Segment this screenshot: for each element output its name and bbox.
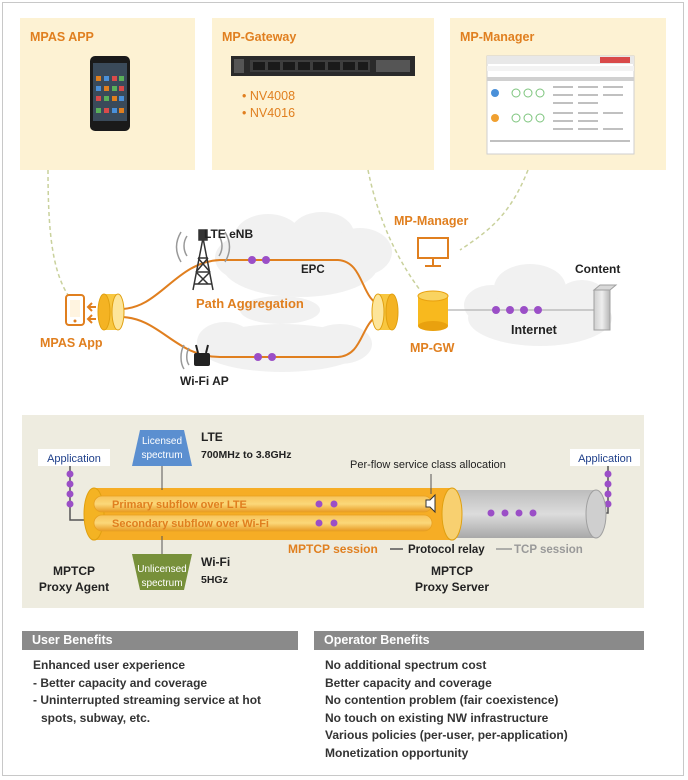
secondary-subflow-label: Secondary subflow over Wi-Fi bbox=[112, 518, 269, 530]
tcp-session-label: TCP session bbox=[514, 544, 583, 556]
packet-dots bbox=[248, 256, 542, 361]
unlicensed-label-line2: spectrum bbox=[141, 578, 182, 589]
proxy-server-label-line2: Proxy Server bbox=[415, 580, 489, 594]
unlicensed-spectrum-shape bbox=[132, 536, 192, 590]
licensed-label-line2: spectrum bbox=[141, 450, 182, 461]
operator-benefit-item: No additional spectrum cost bbox=[325, 658, 487, 672]
application-right-box bbox=[570, 449, 640, 466]
wifi-router-icon bbox=[180, 344, 210, 370]
mp-gateway-panel-title: MP-Gateway bbox=[222, 30, 297, 44]
epc-cloud bbox=[215, 212, 392, 297]
unlicensed-label-line1: Unlicensed bbox=[137, 564, 186, 575]
application-dots bbox=[66, 470, 612, 508]
mp-gw-label: MP-GW bbox=[410, 341, 455, 355]
user-benefit-item: Enhanced user experience bbox=[33, 658, 186, 672]
operator-benefit-item: Various policies (per-user, per-applicat… bbox=[325, 728, 568, 742]
licensed-label-line1: Licensed bbox=[142, 436, 182, 447]
gateway-database-icon bbox=[417, 290, 449, 331]
protocol-relay-label: Protocol relay bbox=[408, 544, 485, 556]
operator-benefit-item: No touch on existing NW infrastructure bbox=[325, 710, 549, 725]
mpas-app-panel: MPAS APP bbox=[20, 18, 195, 170]
operator-benefit-item: Better capacity and coverage bbox=[325, 675, 492, 690]
application-right-label: Application bbox=[578, 453, 632, 465]
management-console-icon bbox=[486, 55, 635, 155]
proxy-server-label-line1: MPTCP bbox=[431, 564, 473, 578]
epc-label: EPC bbox=[301, 264, 325, 276]
wifi-cloud bbox=[197, 322, 372, 372]
content-label: Content bbox=[575, 262, 620, 276]
operator-benefits-list: No additional spectrum cost Better capac… bbox=[325, 657, 645, 762]
application-left-box bbox=[38, 449, 110, 466]
monitor-icon bbox=[417, 237, 449, 267]
mpas-app-label: MPAS App bbox=[40, 336, 103, 350]
mpas-app-panel-title: MPAS APP bbox=[30, 30, 94, 44]
mp-manager-panel-title: MP-Manager bbox=[460, 30, 535, 44]
mp-gateway-panel: MP-Gateway NV4008 NV4016 bbox=[212, 18, 434, 170]
licensed-spectrum-shape bbox=[132, 430, 192, 490]
mp-gateway-model: NV4008 bbox=[242, 88, 295, 105]
speaker-icon bbox=[425, 493, 436, 514]
proxy-agent-label-line2: Proxy Agent bbox=[39, 580, 109, 594]
mptcp-session-label: MPTCP session bbox=[288, 542, 378, 556]
proxy-agent-label-line1: MPTCP bbox=[53, 564, 95, 578]
user-benefit-item: spots, subway, etc. bbox=[41, 710, 151, 725]
path-aggregation-label: Path Aggregation bbox=[196, 296, 304, 311]
mp-manager-label: MP-Manager bbox=[394, 214, 468, 228]
tcp-packet-dots bbox=[487, 509, 537, 517]
mptcp-session-tube bbox=[83, 487, 463, 541]
client-tube-connector bbox=[97, 293, 125, 331]
wifi-frequency-label: 5HGz bbox=[201, 574, 228, 586]
operator-benefits-header: Operator Benefits bbox=[314, 631, 644, 650]
cell-tower-icon bbox=[175, 229, 231, 291]
user-benefits-header: User Benefits bbox=[22, 631, 298, 650]
primary-subflow-label: Primary subflow over LTE bbox=[112, 499, 247, 511]
content-server-icon bbox=[592, 284, 618, 331]
wifi-spectrum-label: Wi-Fi bbox=[201, 555, 230, 569]
smartphone-icon bbox=[90, 56, 130, 131]
user-benefit-item: - Uninterrupted streaming service at hot bbox=[33, 693, 262, 707]
user-benefits-list: Enhanced user experience - Better capaci… bbox=[33, 657, 303, 727]
mp-gateway-model: NV4016 bbox=[242, 105, 295, 122]
mptcp-packet-dots bbox=[315, 500, 338, 527]
mp-gateway-model-list: NV4008 NV4016 bbox=[242, 88, 295, 122]
lte-frequency-label: 700MHz to 3.8GHz bbox=[201, 449, 291, 461]
panel-connectors bbox=[47, 169, 529, 296]
gateway-tube-connector bbox=[371, 293, 399, 331]
rack-server-icon bbox=[231, 56, 415, 76]
mobile-phone-icon bbox=[65, 294, 96, 326]
application-left-label: Application bbox=[47, 453, 101, 465]
operator-benefit-item: Monetization opportunity bbox=[325, 745, 469, 760]
lte-spectrum-label: LTE bbox=[201, 430, 223, 444]
wifi-ap-label: Wi-Fi AP bbox=[180, 374, 229, 388]
tcp-session-tube bbox=[446, 489, 607, 539]
internet-label: Internet bbox=[511, 323, 558, 337]
lte-enb-label: LTE eNB bbox=[204, 227, 253, 241]
path-cloud bbox=[240, 296, 320, 324]
per-flow-label: Per-flow service class allocation bbox=[350, 459, 506, 471]
user-benefit-item: - Better capacity and coverage bbox=[33, 675, 208, 690]
aggregated-paths bbox=[119, 259, 383, 358]
operator-benefit-item: No contention problem (fair coexistence) bbox=[325, 693, 559, 707]
